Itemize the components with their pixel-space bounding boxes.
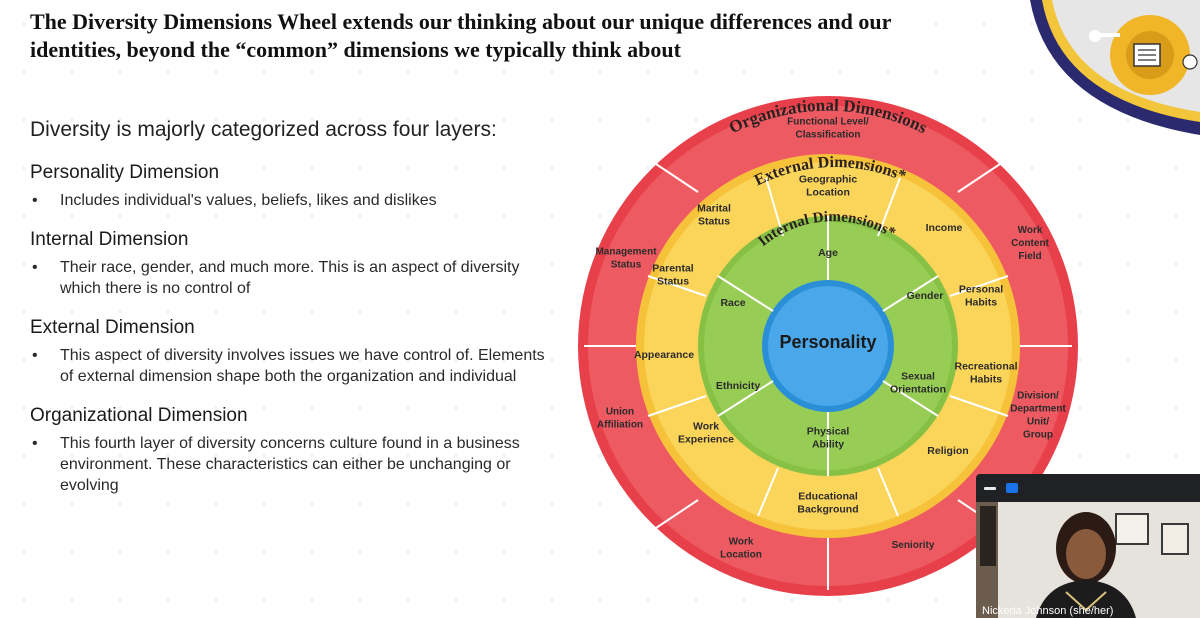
bullet-icon: • <box>32 435 38 452</box>
bullet-icon: • <box>32 347 38 364</box>
bullet-text: Their race, gender, and much more. This … <box>60 259 520 297</box>
video-thumbnail[interactable]: Nickeria Johnson (she/her) <box>976 474 1200 618</box>
wheel-label-internal: Gender <box>907 290 944 302</box>
wheel-label-external: Appearance <box>634 349 694 361</box>
intro-text: Diversity is majorly categorized across … <box>30 118 497 141</box>
section-external: External Dimension • This aspect of dive… <box>30 317 550 387</box>
wheel-label-internal: Ethnicity <box>716 380 760 392</box>
list-item: • This aspect of diversity involves issu… <box>30 345 550 387</box>
participant-video <box>976 502 1200 618</box>
slide-title: The Diversity Dimensions Wheel extends o… <box>30 9 891 62</box>
minimize-icon[interactable] <box>984 486 996 490</box>
wheel-diagram: Organizational Dimensions External Dimen… <box>578 96 1078 596</box>
participant-name: Nickeria Johnson (she/her) <box>982 605 1114 617</box>
video-toolbar <box>976 474 1200 502</box>
personality-label: Personality <box>779 332 876 352</box>
section-heading: Personality Dimension <box>30 162 220 183</box>
wheel-label-external: Income <box>926 222 963 234</box>
section-heading: Internal Dimension <box>30 229 189 250</box>
diversity-wheel: Organizational Dimensions External Dimen… <box>578 96 1078 601</box>
wheel-label-external: Religion <box>927 445 968 457</box>
section-personality: Personality Dimension • Includes individ… <box>30 162 550 211</box>
list-item: • Their race, gender, and much more. Thi… <box>30 257 550 299</box>
bullet-icon: • <box>32 259 38 276</box>
bullet-text: Includes individual's values, beliefs, l… <box>60 192 437 209</box>
section-internal: Internal Dimension • Their race, gender,… <box>30 229 550 299</box>
section-heading: Organizational Dimension <box>30 405 248 426</box>
content-column: Diversity is majorly categorized across … <box>30 118 550 514</box>
wheel-label-organizational: Seniority <box>892 540 935 551</box>
expand-icon[interactable] <box>1006 483 1018 493</box>
wheel-label-internal: Age <box>818 247 838 259</box>
wheel-label-internal: Race <box>720 297 745 309</box>
wheel-label-organizational: Functional Level/Classification <box>787 117 869 141</box>
personality-core-highlight <box>768 286 888 406</box>
section-heading: External Dimension <box>30 317 195 338</box>
bullet-text: This aspect of diversity involves issues… <box>60 347 545 385</box>
wheel-dividers <box>584 159 1072 590</box>
bullet-text: This fourth layer of diversity concerns … <box>60 435 520 494</box>
list-item: • This fourth layer of diversity concern… <box>30 433 550 496</box>
section-organizational: Organizational Dimension • This fourth l… <box>30 405 550 496</box>
list-item: • Includes individual's values, beliefs,… <box>30 190 550 211</box>
decorative-graphic <box>990 0 1200 150</box>
bullet-icon: • <box>32 192 38 209</box>
